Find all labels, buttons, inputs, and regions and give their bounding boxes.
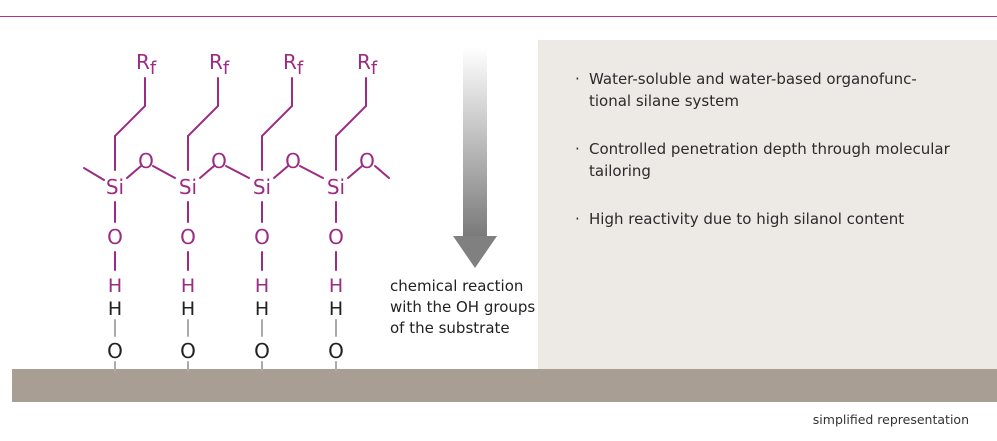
substrate-hydrogen: H: [255, 298, 269, 320]
siloxane-bond: [126, 165, 142, 179]
silicon-atom: Si: [327, 175, 345, 199]
substrate-oxygen: O: [328, 339, 344, 363]
bullet-text: Water-soluble and water-based organofunc…: [589, 70, 917, 110]
bullet-marker: ·: [575, 70, 580, 88]
bridging-oxygen: O: [285, 149, 301, 173]
substrate-bar: [12, 369, 997, 402]
siloxane-bond: [347, 165, 363, 179]
alkyl-chain-bond: [335, 77, 367, 171]
silicon-atom: Si: [106, 175, 124, 199]
rf-subscript: f: [223, 58, 230, 79]
rf-subscript: f: [297, 58, 304, 79]
rf-subscript: f: [150, 58, 157, 79]
terminal-bond: [83, 167, 105, 181]
downward-arrow: [453, 48, 497, 268]
bullet-marker: ·: [575, 140, 580, 158]
terminal-bond: [374, 165, 390, 179]
rf-letter: R: [136, 50, 150, 74]
rf-group-label: Rf: [283, 50, 304, 79]
reaction-label: chemical reaction with the OH groups of …: [390, 277, 536, 337]
rf-group-label: Rf: [136, 50, 157, 79]
hydroxyl-oxygen: O: [254, 225, 270, 249]
alkyl-chain-bond: [261, 77, 293, 171]
footnote: simplified representation: [812, 412, 969, 427]
hydroxyl-hydrogen: H: [255, 275, 269, 297]
bullet-item: · Controlled penetration depth through m…: [575, 138, 955, 182]
siloxane-bond: [273, 165, 289, 179]
hydroxyl-oxygen: O: [107, 225, 123, 249]
substrate-hydrogen: H: [181, 298, 195, 320]
bullet-text: High reactivity due to high silanol cont…: [589, 210, 905, 228]
hydroxyl-hydrogen: H: [181, 275, 195, 297]
alkyl-chain-bond: [187, 77, 219, 171]
siloxane-bond: [152, 165, 176, 179]
bullet-item: · Water-soluble and water-based organofu…: [575, 68, 955, 112]
silicon-atom: Si: [253, 175, 271, 199]
info-panel: [538, 40, 997, 369]
top-rule: [0, 16, 997, 17]
rf-group-label: Rf: [209, 50, 230, 79]
siloxane-bond: [199, 165, 215, 179]
substrate-hydrogen: H: [108, 298, 122, 320]
hydroxyl-hydrogen: H: [329, 275, 343, 297]
silicon-atom: Si: [179, 175, 197, 199]
rf-letter: R: [357, 50, 371, 74]
substrate-oxygen: O: [107, 339, 123, 363]
bridging-oxygen: O: [359, 149, 375, 173]
bullet-item: · High reactivity due to high silanol co…: [575, 208, 955, 230]
hydroxyl-oxygen: O: [328, 225, 344, 249]
rf-group-label: Rf: [357, 50, 378, 79]
rf-letter: R: [209, 50, 223, 74]
rf-letter: R: [283, 50, 297, 74]
siloxane-bond: [299, 165, 324, 179]
bullet-marker: ·: [575, 210, 580, 228]
substrate-oxygen: O: [180, 339, 196, 363]
substrate-hydrogen: H: [329, 298, 343, 320]
property-list: · Water-soluble and water-based organofu…: [575, 68, 955, 256]
hydroxyl-hydrogen: H: [108, 275, 122, 297]
rf-subscript: f: [371, 58, 378, 79]
bridging-oxygen: O: [211, 149, 227, 173]
bullet-text: Controlled penetration depth through mol…: [589, 140, 950, 180]
substrate-oxygen: O: [254, 339, 270, 363]
alkyl-chain-bond: [114, 77, 146, 171]
bridging-oxygen: O: [138, 149, 154, 173]
siloxane-bond: [225, 165, 250, 179]
hydroxyl-oxygen: O: [180, 225, 196, 249]
